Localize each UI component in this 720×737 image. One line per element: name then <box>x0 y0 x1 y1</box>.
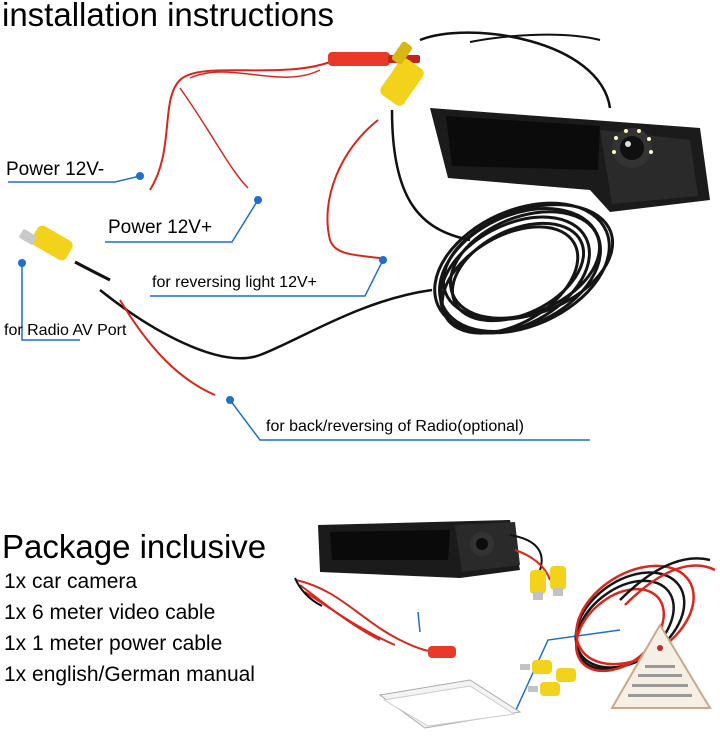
package-rca-cluster <box>520 660 576 696</box>
label-reversing-light: for reversing light 12V+ <box>152 274 317 291</box>
label-back-reversing: for back/reversing of Radio(optional) <box>266 418 524 435</box>
certificate-label <box>610 623 712 709</box>
power-plug <box>428 646 456 658</box>
power-cable <box>149 61 331 191</box>
package-item: 1x car camera <box>4 570 138 593</box>
rca-connector-left <box>19 225 111 282</box>
video-cable <box>419 31 612 109</box>
package-item: 1x 1 meter power cable <box>4 632 223 655</box>
page-title: installation instructions <box>2 0 334 33</box>
package-rca-plugs <box>530 566 566 600</box>
camera-handle-housing <box>430 108 710 212</box>
rca-connector-top <box>380 41 424 106</box>
label-power-negative: Power 12V- <box>6 159 105 180</box>
callout-lines <box>8 175 621 713</box>
label-power-positive: Power 12V+ <box>108 217 213 238</box>
callout-dots <box>18 172 387 404</box>
package-item: 1x 6 meter video cable <box>4 601 216 624</box>
manual-booklet <box>378 679 522 729</box>
label-radio-av-port: for Radio AV Port <box>4 322 127 339</box>
package-title: Package inclusive <box>2 528 267 565</box>
package-camera <box>318 520 520 578</box>
cable-coil <box>433 201 615 335</box>
package-item: 1x english/German manual <box>4 663 255 686</box>
